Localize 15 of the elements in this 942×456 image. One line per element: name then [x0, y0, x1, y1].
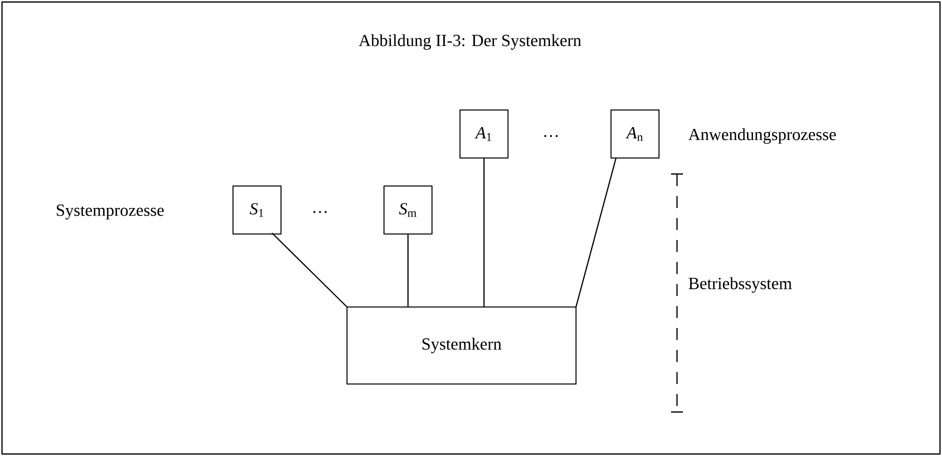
process-box: A$_{1}$ [460, 110, 508, 158]
text-label: … [313, 211, 327, 213]
text-label: Betriebssystem [688, 277, 792, 293]
text-label: … [544, 135, 558, 137]
text-label: Anwendungsprozesse [688, 128, 836, 144]
process-box: S$_{1}$ [232, 186, 282, 234]
title: Abbildung II-3: Der Systemkern [358, 34, 582, 50]
kernel-box: Systemkern [346, 306, 576, 384]
connector-line [272, 232, 348, 308]
connector-line [483, 158, 485, 307]
text-label: Systemprozesse [56, 204, 164, 220]
process-box: A$_{n}$ [610, 110, 660, 158]
connector-line [575, 158, 617, 308]
connector-line [407, 234, 409, 307]
process-box: S$_{m}$ [384, 186, 432, 234]
